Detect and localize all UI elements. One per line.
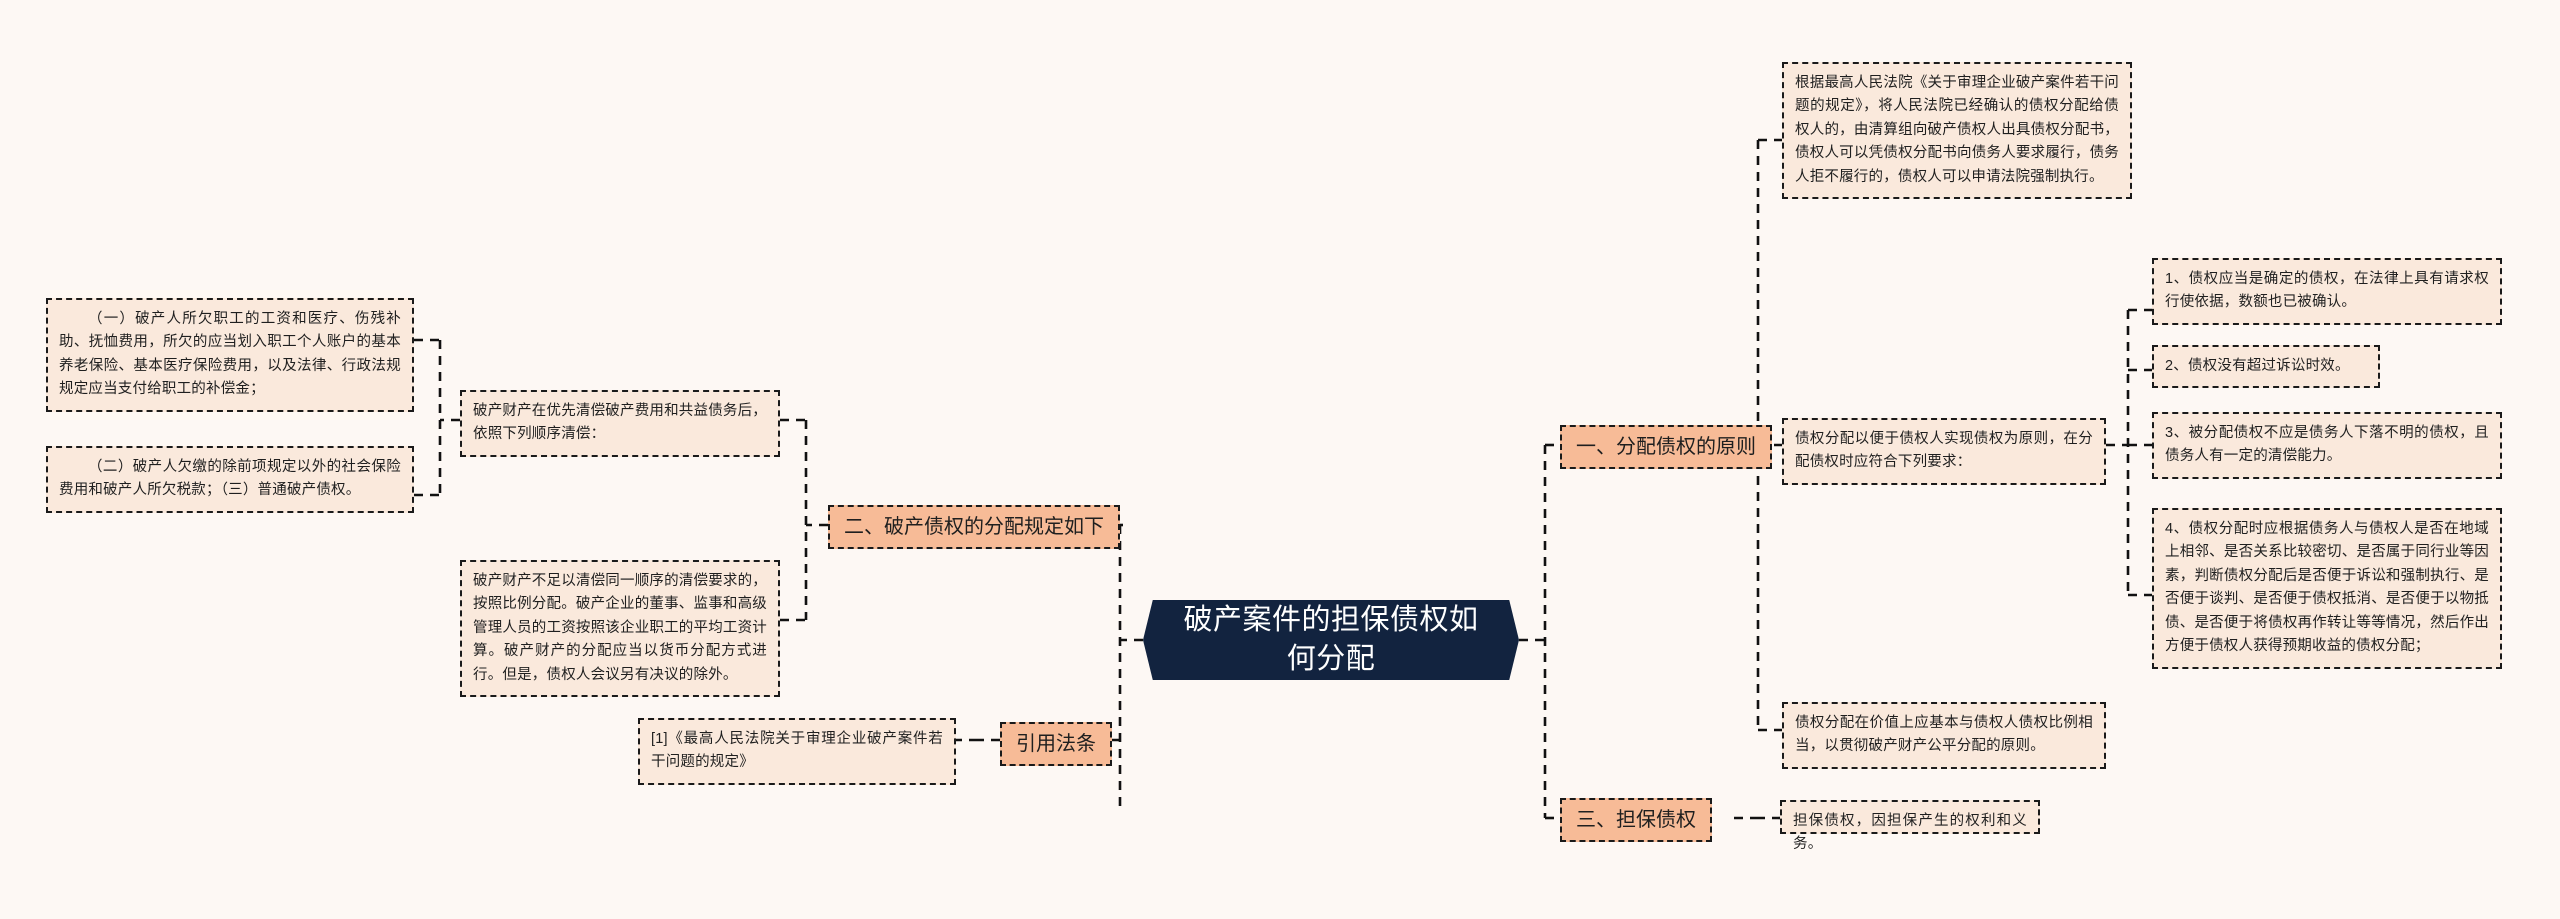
leaf-top-right-basis[interactable]: 根据最高人民法院《关于审理企业破产案件若干问题的规定》，将人民法院已经确认的债权… bbox=[1782, 62, 2132, 200]
leaf-distribution-order-item1[interactable]: （一）破产人所欠职工的工资和医疗、伤残补助、抚恤费用，所欠的应当划入职工个人账户… bbox=[46, 298, 414, 412]
leaf-principle-intro[interactable]: 债权分配以便于债权人实现债权为原则，在分配债权时应符合下列要求： bbox=[1782, 418, 2106, 485]
branch-distribution-rules-label: 二、破产债权的分配规定如下 bbox=[844, 516, 1104, 538]
branch-cited-law[interactable]: 引用法条 bbox=[1000, 722, 1112, 766]
leaf-secured-claims-detail[interactable]: 担保债权，因担保产生的权利和义务。 bbox=[1780, 800, 2040, 852]
branch-distribution-rules[interactable]: 二、破产债权的分配规定如下 bbox=[828, 505, 1120, 549]
branch-secured-claims-label: 三、担保债权 bbox=[1576, 809, 1696, 831]
leaf-principle-item-1[interactable]: 1、债权应当是确定的债权，在法律上具有请求权行使依据，数额也已被确认。 bbox=[2152, 258, 2502, 325]
branch-cited-law-label: 引用法条 bbox=[1016, 733, 1096, 755]
leaf-principle-item-2[interactable]: 2、债权没有超过诉讼时效。 bbox=[2152, 345, 2380, 389]
branch-principle[interactable]: 一、分配债权的原则 bbox=[1560, 425, 1772, 469]
root-node[interactable]: 破产案件的担保债权如何分配 bbox=[1143, 600, 1519, 680]
leaf-distribution-order-intro[interactable]: 破产财产在优先清偿破产费用和共益债务后，依照下列顺序清偿： bbox=[460, 390, 780, 457]
leaf-principle-fairness[interactable]: 债权分配在价值上应基本与债权人债权比例相当，以贯彻破产财产公平分配的原则。 bbox=[1782, 702, 2106, 769]
leaf-cited-law-item[interactable]: [1]《最高人民法院关于审理企业破产案件若干问题的规定》 bbox=[638, 718, 956, 785]
root-node-label: 破产案件的担保债权如何分配 bbox=[1183, 604, 1479, 675]
leaf-distribution-order-item2[interactable]: （二）破产人欠缴的除前项规定以外的社会保险费用和破产人所欠税款；（三）普通破产债… bbox=[46, 446, 414, 513]
leaf-principle-item-3[interactable]: 3、被分配债权不应是债务人下落不明的债权，且债务人有一定的清偿能力。 bbox=[2152, 412, 2502, 479]
branch-secured-claims[interactable]: 三、担保债权 bbox=[1560, 798, 1712, 842]
leaf-principle-item-4[interactable]: 4、债权分配时应根据债务人与债权人是否在地域上相邻、是否关系比较密切、是否属于同… bbox=[2152, 508, 2502, 669]
branch-principle-label: 一、分配债权的原则 bbox=[1576, 436, 1756, 458]
leaf-distribution-proportion[interactable]: 破产财产不足以清偿同一顺序的清偿要求的，按照比例分配。破产企业的董事、监事和高级… bbox=[460, 560, 780, 698]
